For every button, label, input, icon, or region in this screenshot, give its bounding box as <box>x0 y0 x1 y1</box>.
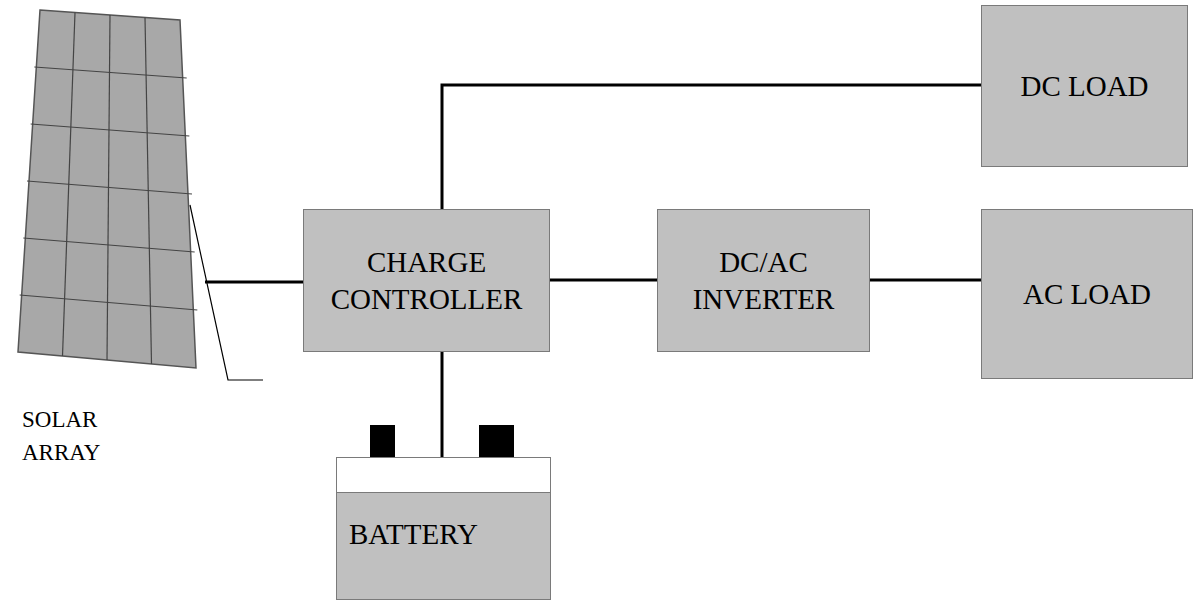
panel-grid-line <box>20 295 198 310</box>
load-box: AC LOAD <box>981 209 1193 379</box>
controller-box: CHARGE CONTROLLER <box>303 209 550 352</box>
wire-connector <box>442 85 981 209</box>
wire-connector <box>205 281 303 284</box>
solar-array: SOLAR ARRAY <box>10 5 205 473</box>
panel-wire <box>190 205 263 380</box>
panel-grid-line <box>27 181 192 194</box>
node-label: BATTERY <box>349 516 478 552</box>
battery-box: BATTERY <box>336 457 551 600</box>
node-label: SOLAR ARRAY <box>22 403 134 470</box>
node-label: CHARGE CONTROLLER <box>314 244 539 317</box>
inverter-box: DC/AC INVERTER <box>657 209 870 352</box>
battery-terminal <box>370 425 395 458</box>
battery-top <box>337 458 550 493</box>
node-label: DC LOAD <box>1020 68 1148 104</box>
wire-connector <box>441 352 444 457</box>
panel-grid-line <box>34 67 186 78</box>
wire-connector <box>550 279 657 282</box>
panel-grid <box>20 13 198 365</box>
battery-terminal <box>479 425 514 458</box>
node-label: DC/AC INVERTER <box>668 244 859 317</box>
panel-grid-line <box>31 124 190 136</box>
node-label: AC LOAD <box>1023 276 1151 312</box>
panel-grid-line <box>23 238 194 252</box>
wire-connector <box>870 279 981 282</box>
load-box: DC LOAD <box>981 5 1188 167</box>
solar-panel <box>18 10 196 368</box>
